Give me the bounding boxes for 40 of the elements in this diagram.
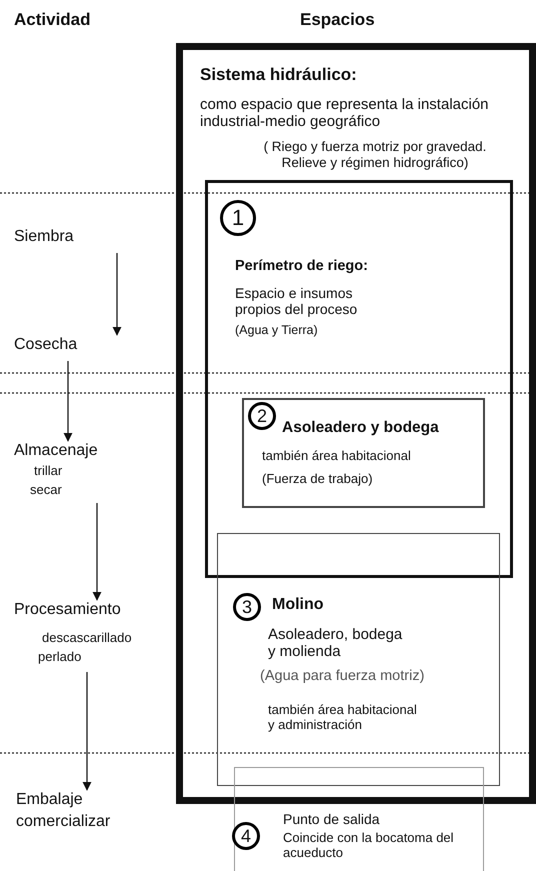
number-circle: 1: [220, 200, 256, 236]
subactivity-label: trillar: [34, 464, 62, 479]
description: también área habitacional: [262, 449, 411, 464]
space-box: [176, 43, 536, 804]
note: (Fuerza de trabajo): [262, 472, 373, 487]
space-box: [205, 180, 513, 578]
note: (Agua para fuerza motriz): [260, 668, 424, 685]
description: como espacio que representa la instalación industrial-medio geográfico: [200, 96, 490, 130]
number-circle: 4: [232, 822, 260, 850]
description: Asoleadero, bodega y molienda: [268, 626, 404, 660]
act-label: Siembra: [14, 228, 74, 246]
description: Coincide con la bocatoma del acueducto: [283, 831, 455, 861]
column-heading: Espacios: [300, 10, 375, 30]
heading: Sistema hidráulico:: [200, 65, 357, 85]
act-label: comercializar: [16, 813, 110, 832]
arrow: [82, 672, 92, 791]
act-label: Procesamiento: [14, 601, 121, 620]
description: Espacio e insumos propios del proceso: [235, 285, 358, 318]
number-circle: 2: [248, 402, 276, 430]
arrow: [112, 253, 122, 336]
act-label: Embalaje: [16, 791, 83, 810]
heading: Perímetro de riego:: [235, 258, 368, 275]
subactivity-label: perlado: [38, 650, 82, 665]
act-label: Almacenaje: [14, 442, 98, 460]
space-box: [234, 767, 484, 871]
act-label: Cosecha: [14, 336, 78, 354]
column-heading: Actividad: [14, 10, 91, 30]
space-box: [242, 398, 485, 508]
space-box: [217, 533, 500, 786]
subactivity-label: descascarillado: [42, 631, 132, 646]
heading: Asoleadero y bodega: [282, 419, 439, 437]
heading: Molino: [272, 596, 324, 614]
arrow: [64, 361, 72, 442]
arrow: [92, 503, 102, 601]
subactivity-label: secar: [30, 483, 62, 498]
note: (Agua y Tierra): [235, 323, 318, 338]
description: también área habitacional y administración: [268, 703, 418, 733]
number-circle: 3: [233, 593, 261, 621]
heading: Punto de salida: [283, 811, 380, 828]
note: ( Riego y fuerza motriz por gravedad. Relieve y régimen hidrográfico): [262, 139, 488, 170]
